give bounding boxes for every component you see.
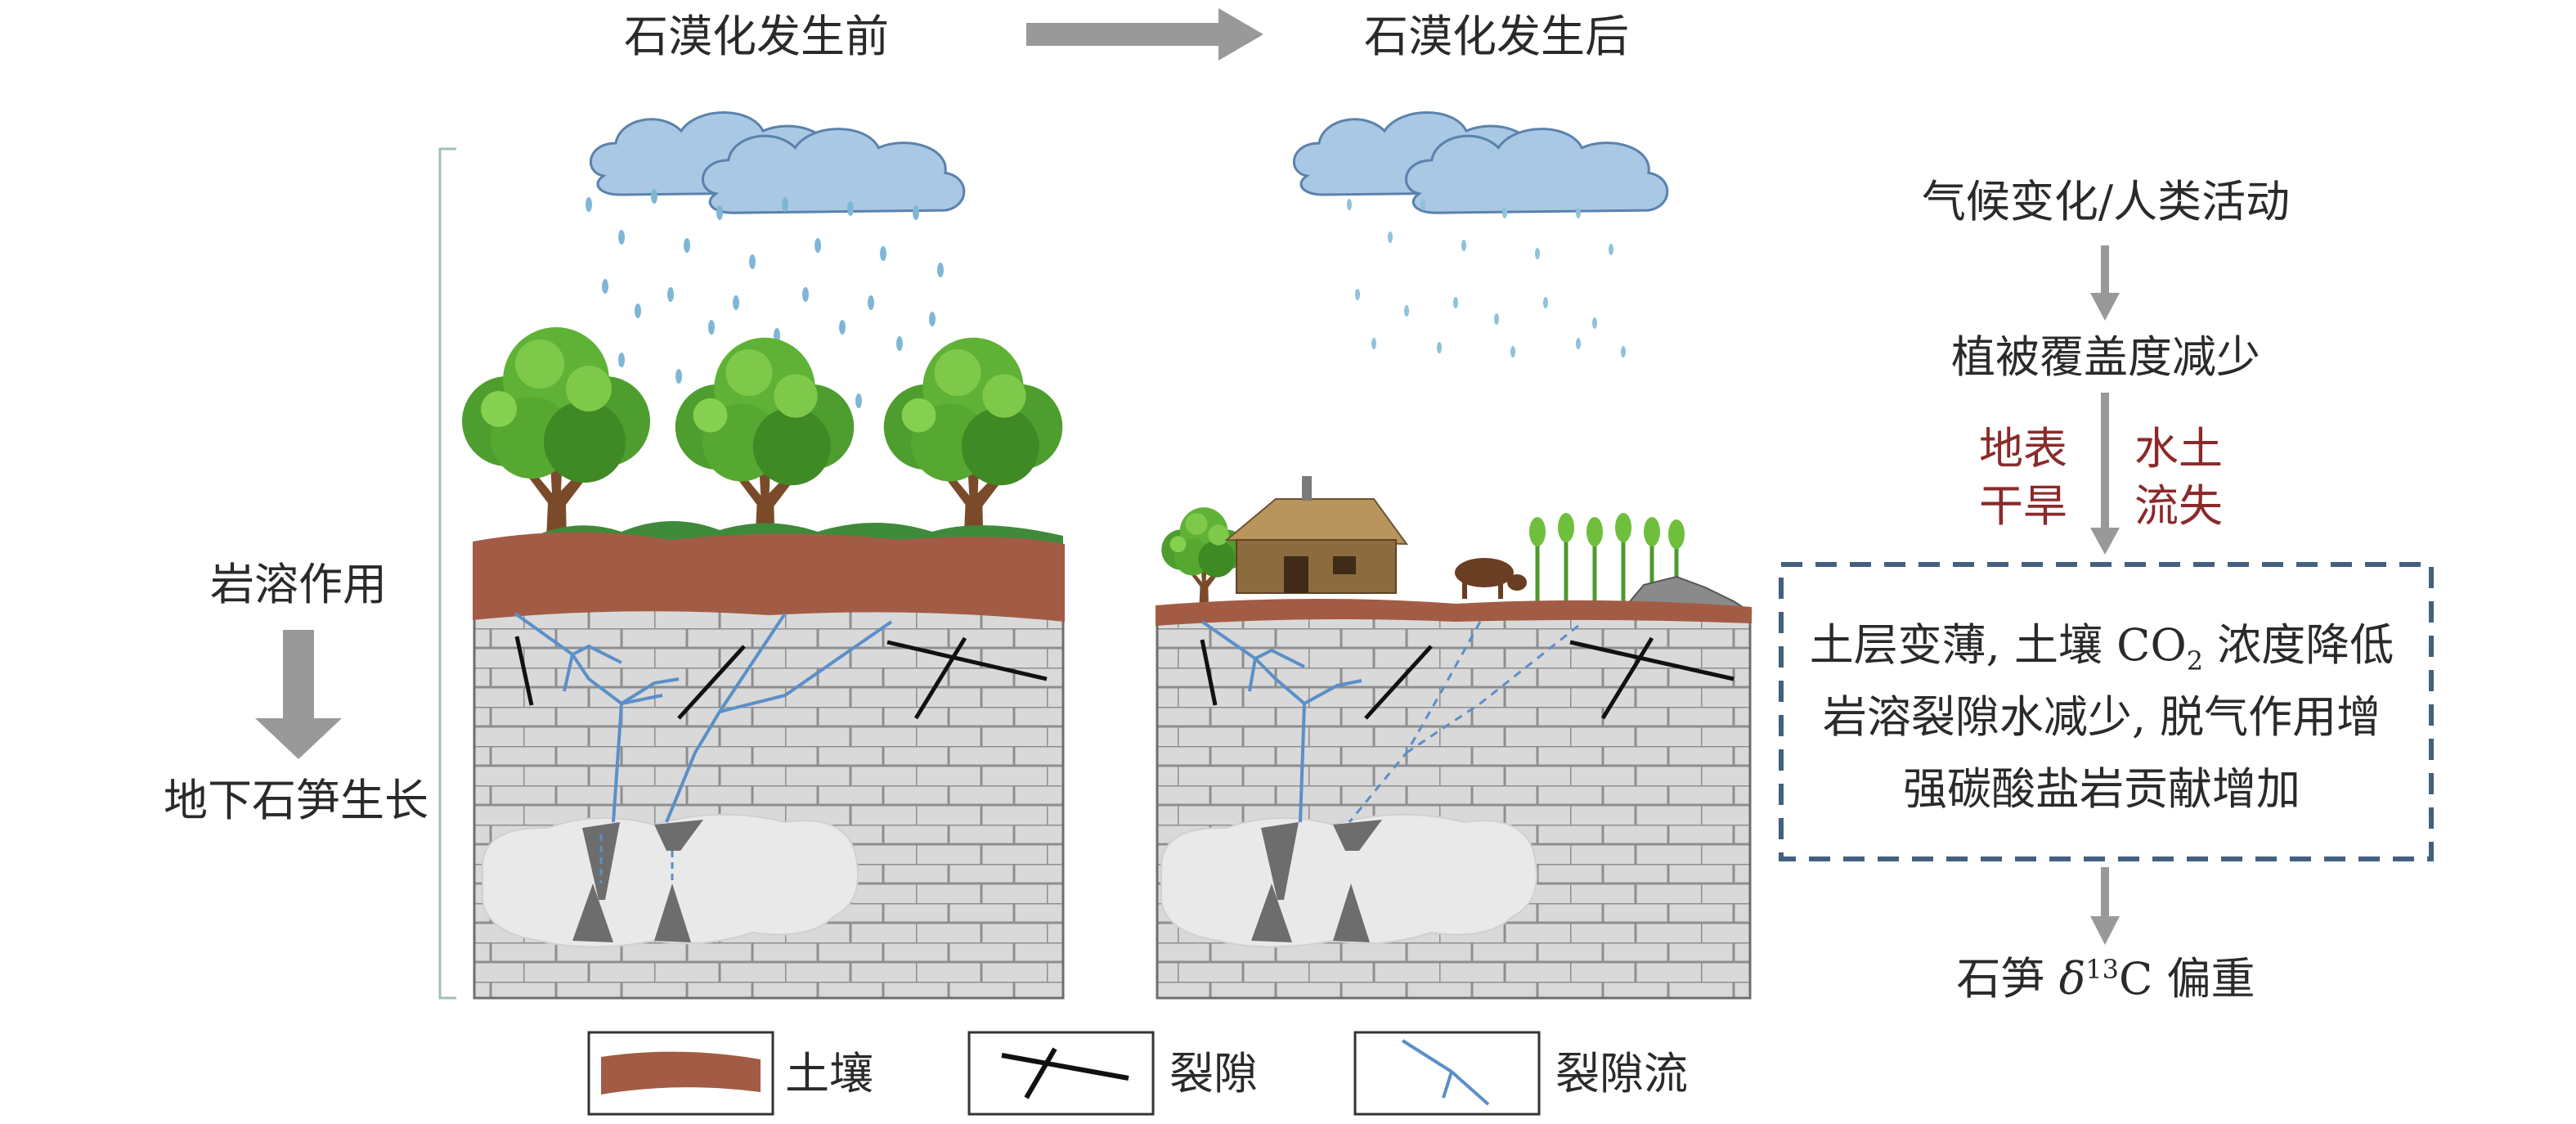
cave [1160, 813, 1538, 948]
corn-crops [1529, 513, 1685, 605]
house-icon [1224, 476, 1408, 594]
chain-result: 石笋 δ13C 偏重 [1956, 953, 2255, 1005]
legend [587, 1031, 1541, 1116]
explanation-box [1779, 562, 2434, 861]
fracture-flow-lines [1200, 620, 1362, 823]
legend-soil-swatch [601, 1051, 761, 1095]
chain-arrow-2 [2090, 393, 2120, 555]
soil-layer [473, 532, 1065, 622]
chain-arrow-3 [2090, 867, 2120, 945]
label-surface-drought-2: 干旱 [1979, 480, 2067, 532]
label-karst-process: 岩溶作用 [210, 559, 387, 610]
cave [482, 813, 859, 948]
fracture-flow-lines [514, 612, 893, 823]
explanation-line-3: 强碳酸盐岩贡献增加 [1903, 763, 2300, 815]
label-soil-erosion-2: 流失 [2134, 480, 2223, 532]
fracture-flow-dashed [1348, 621, 1579, 823]
label-soil-erosion-1: 水土 [2134, 423, 2223, 474]
legend-fracture-flow-label: 裂隙流 [1555, 1048, 1688, 1099]
fracture-lines [1200, 636, 1735, 720]
legend-fracture-flow-box [1353, 1031, 1541, 1116]
label-surface-drought-1: 地表 [1979, 423, 2067, 474]
legend-fracture-label: 裂隙 [1169, 1048, 1258, 1099]
chain-vegetation-decrease: 植被覆盖度减少 [1951, 331, 2260, 383]
header-arrow [1026, 8, 1263, 61]
explanation-line-2: 岩溶裂隙水减少, 脱气作用增 [1822, 691, 2381, 743]
rain-drops [1347, 199, 1626, 357]
karst-down-arrow [255, 630, 342, 759]
legend-soil-box [587, 1031, 774, 1116]
left-bracket [438, 147, 456, 1000]
chain-arrow-1 [2090, 245, 2120, 321]
header-before: 石漠化发生前 [624, 11, 889, 62]
cow-icon [1455, 558, 1527, 599]
header-after: 石漠化发生后 [1364, 11, 1629, 62]
before-panel [462, 111, 1065, 1000]
legend-soil-label: 土壤 [785, 1048, 873, 1099]
after-panel [1156, 111, 1753, 1000]
explanation-text: 土层变薄, 土壤 CO2 浓度降低 岩溶裂隙水减少, 脱气作用增 强碳酸盐岩贡献… [1775, 609, 2429, 825]
speleothems [1251, 820, 1382, 942]
soil-layer [1156, 598, 1752, 626]
label-stalagmite-growth: 地下石笋生长 [164, 775, 429, 826]
explanation-line-1: 土层变薄, 土壤 CO2 浓度降低 [1809, 619, 2394, 677]
cloud-icon [701, 128, 966, 214]
legend-fracture-symbol [1001, 1053, 1129, 1081]
cloud-icon [1404, 128, 1669, 214]
drip-lines [599, 834, 674, 883]
chain-cause: 气候变化/人类活动 [1921, 176, 2291, 227]
fracture-lines [514, 636, 1048, 720]
legend-fracture-box [967, 1031, 1155, 1116]
legend-fracture-flow-symbol [1401, 1039, 1490, 1106]
